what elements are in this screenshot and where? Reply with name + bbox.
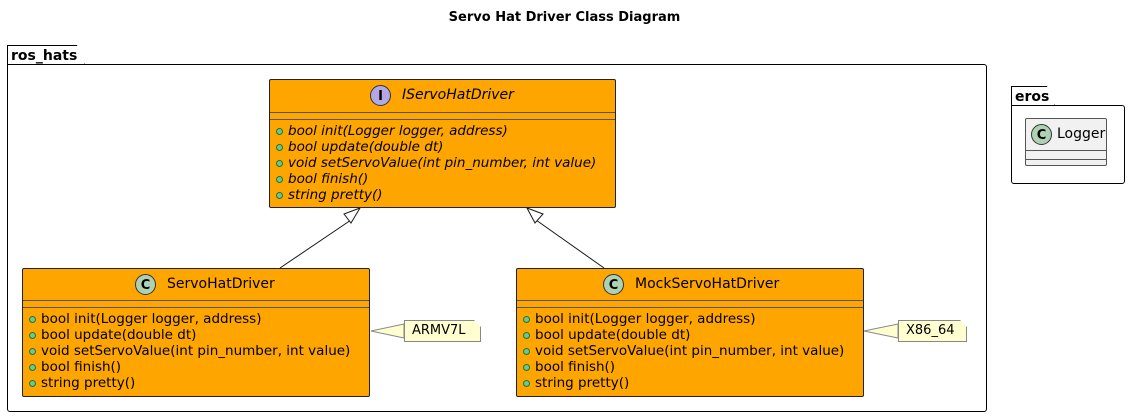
method: void setServoValue(int pin_number, int v… — [276, 155, 615, 171]
class-name: Logger — [1057, 126, 1106, 142]
public-visibility-icon — [29, 332, 36, 339]
class-icon: C — [135, 274, 156, 295]
inheritance-arrow-servo — [343, 207, 362, 224]
public-visibility-icon — [276, 176, 283, 183]
public-visibility-icon — [523, 316, 530, 323]
class-name: MockServoHatDriver — [635, 276, 780, 292]
public-visibility-icon — [523, 364, 530, 371]
public-visibility-icon — [523, 332, 530, 339]
inheritance-line-mock — [535, 219, 605, 269]
method: bool finish() — [523, 359, 863, 375]
method: bool finish() — [276, 171, 615, 187]
public-visibility-icon — [29, 364, 36, 371]
package-name: eros — [1015, 89, 1050, 105]
public-visibility-icon — [276, 144, 283, 151]
public-visibility-icon — [276, 128, 283, 135]
class-servohatdriver[interactable]: C ServoHatDriver bool init(Logger logger… — [22, 268, 370, 397]
method: string pretty() — [29, 375, 369, 391]
method: bool update(double dt) — [523, 327, 863, 343]
method: bool init(Logger logger, address) — [29, 311, 369, 327]
diagram-title: Servo Hat Driver Class Diagram — [448, 10, 681, 25]
note-armv7l: ARMV7L — [404, 320, 481, 342]
method: bool finish() — [29, 359, 369, 375]
public-visibility-icon — [276, 160, 283, 167]
inheritance-line-servo — [279, 219, 352, 269]
public-visibility-icon — [29, 380, 36, 387]
package-tab-ros-hats: ros_hats — [7, 45, 85, 65]
note-connector-armv7l — [370, 323, 405, 339]
method: bool init(Logger logger, address) — [276, 123, 615, 139]
method: bool init(Logger logger, address) — [523, 311, 863, 327]
inheritance-arrow-mock — [525, 207, 544, 224]
interface-icon: I — [370, 85, 391, 106]
public-visibility-icon — [523, 348, 530, 355]
method: bool update(double dt) — [276, 139, 615, 155]
class-logger[interactable]: C Logger — [1025, 118, 1107, 166]
method: bool update(double dt) — [29, 327, 369, 343]
class-iservohatdriver[interactable]: I IServoHatDriver bool init(Logger logge… — [269, 79, 616, 208]
note-connector-x86 — [863, 323, 899, 339]
method: void setServoValue(int pin_number, int v… — [523, 343, 863, 359]
public-visibility-icon — [276, 192, 283, 199]
class-icon: C — [1031, 124, 1052, 145]
method: string pretty() — [276, 187, 615, 203]
class-mockservohatdriver[interactable]: C MockServoHatDriver bool init(Logger lo… — [516, 268, 864, 397]
class-name: IServoHatDriver — [402, 87, 514, 103]
package-name: ros_hats — [11, 48, 78, 64]
class-icon: C — [603, 274, 624, 295]
public-visibility-icon — [29, 316, 36, 323]
note-x86-64: X86_64 — [898, 320, 967, 342]
public-visibility-icon — [523, 380, 530, 387]
method: void setServoValue(int pin_number, int v… — [29, 343, 369, 359]
public-visibility-icon — [29, 348, 36, 355]
method: string pretty() — [523, 375, 863, 391]
class-name: ServoHatDriver — [167, 276, 275, 292]
